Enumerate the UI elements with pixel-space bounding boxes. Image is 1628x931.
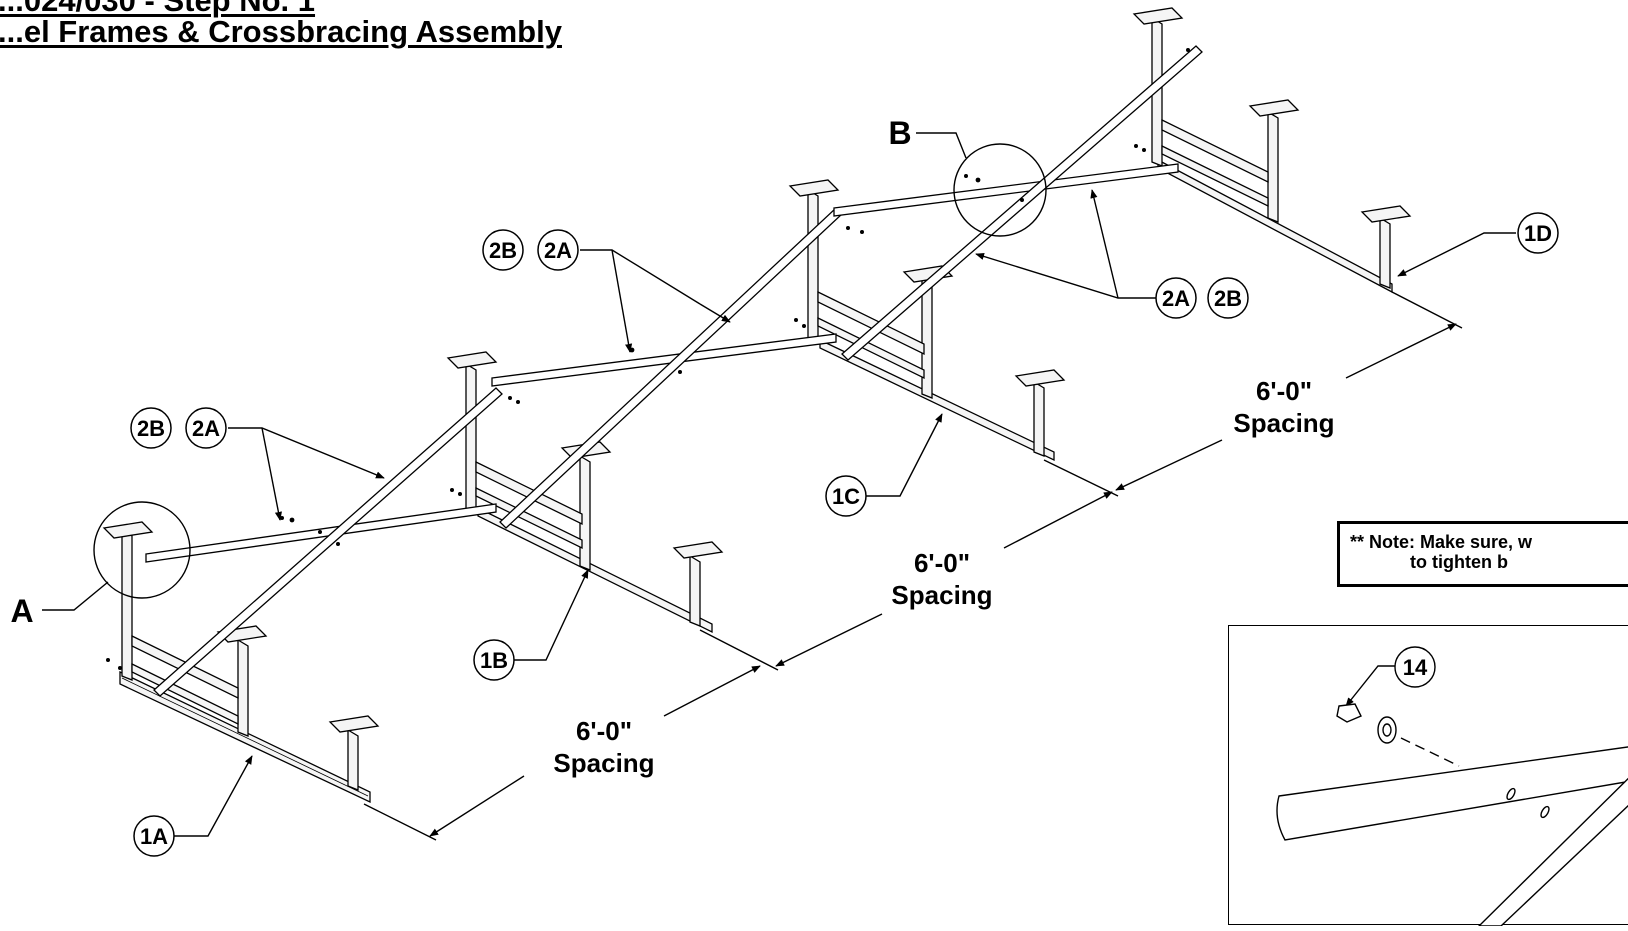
callout-1c-label: 1C [832, 484, 860, 509]
callout-1d-circle [1517, 212, 1559, 254]
callout-1a-label: 1A [140, 824, 168, 849]
frame-1d [1132, 7, 1412, 294]
callout-1b-circle [473, 639, 515, 681]
frame-1b [446, 351, 724, 634]
callout-1d-label: 1D [1524, 221, 1552, 246]
callout-1a-circle [133, 815, 175, 857]
title-line-2: ...el Frames & Crossbracing Assembly [0, 14, 562, 49]
spacing-1-label: Spacing [553, 748, 654, 778]
leader-lines [42, 132, 1516, 837]
detail-letter-a: A [10, 593, 33, 629]
spacing-3-label: Spacing [1233, 408, 1334, 438]
callout-circles [130, 212, 1559, 857]
detail-a-circle [93, 501, 191, 599]
callout-14-circle [1394, 646, 1436, 688]
callout-2b-right-label: 2B [1214, 286, 1242, 311]
note-box: ** Note: Make sure, w to tighten b [1337, 521, 1628, 587]
callout-2b-lower-label: 2B [137, 416, 165, 441]
frame-1c [788, 179, 1066, 462]
bolt-markers [106, 48, 1190, 670]
callout-1c-circle [825, 475, 867, 517]
note-line-1: ** Note: Make sure, w [1350, 532, 1533, 552]
detail-view-panel: 14 [1228, 625, 1628, 927]
callout-2a-upper-label: 2A [544, 238, 572, 263]
crossbracing [145, 45, 1203, 697]
callout-14-label: 14 [1403, 655, 1428, 680]
frame-1a [102, 521, 380, 804]
callout-2a-lower-label: 2A [192, 416, 220, 441]
callout-2b-lower-circle [130, 407, 172, 449]
spacing-3-value: 6'-0" [1256, 376, 1312, 406]
detail-letter-b: B [888, 115, 911, 151]
spacing-2-label: Spacing [891, 580, 992, 610]
callout-2b-upper-label: 2B [489, 238, 517, 263]
brace-section [1276, 746, 1628, 841]
detail-view-drawing: 14 [1276, 646, 1628, 927]
callout-2a-lower-circle [185, 407, 227, 449]
assembly-drawing: 1A 1B 1C 1D 2B 2A 2B 2A 2A 2B A B 6'-0" … [10, 7, 1559, 857]
callout-2a-right-label: 2A [1162, 286, 1190, 311]
nut-icon [1336, 703, 1362, 723]
detail-b-circle [953, 143, 1047, 237]
title-line-1: ...024/030 - Step No. 1 [0, 0, 316, 18]
spacing-2-value: 6'-0" [914, 548, 970, 578]
callout-2b-right-circle [1207, 277, 1249, 319]
callout-1b-label: 1B [480, 648, 508, 673]
note-line-2: to tighten b [1410, 552, 1508, 572]
spacing-1-value: 6'-0" [576, 716, 632, 746]
dimension-lines [363, 291, 1463, 841]
callout-2a-upper-circle [537, 229, 579, 271]
callout-2a-right-circle [1155, 277, 1197, 319]
callout-2b-upper-circle [482, 229, 524, 271]
